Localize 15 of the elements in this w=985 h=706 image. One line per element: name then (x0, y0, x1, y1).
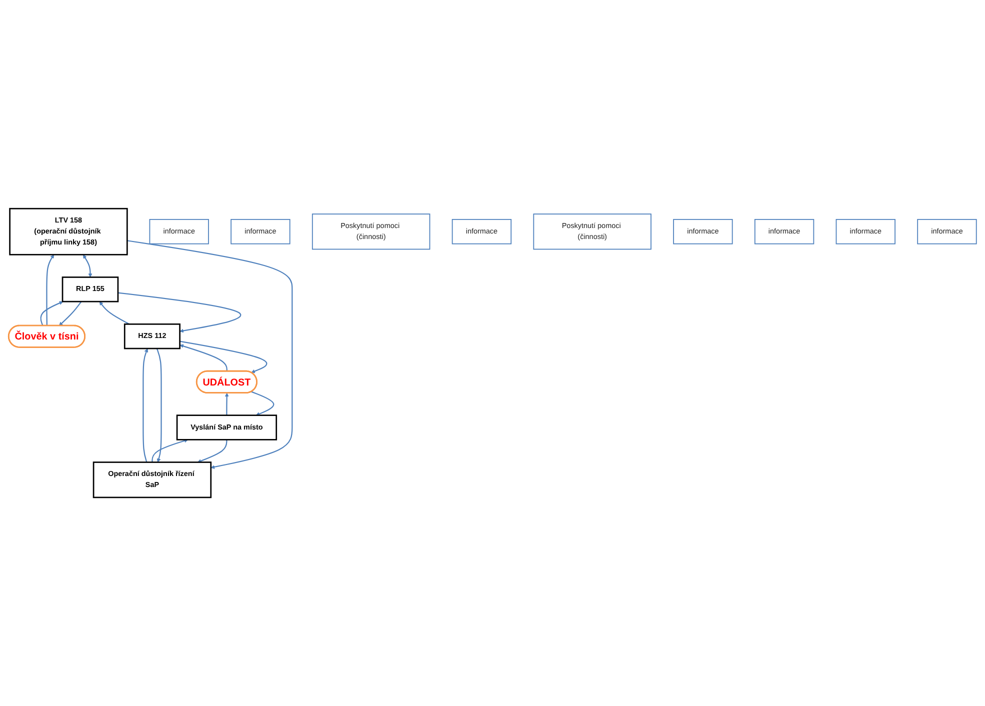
arrow (40, 301, 64, 326)
arrow (156, 348, 162, 462)
arrow (127, 240, 293, 469)
arrow (197, 440, 228, 463)
arrow (224, 392, 229, 416)
arrow (58, 301, 82, 326)
arrow (142, 348, 148, 462)
arrow (83, 254, 92, 278)
arrow (152, 438, 188, 462)
arrow (180, 340, 268, 374)
arrow (180, 344, 228, 372)
arrow (118, 292, 241, 333)
arrow (251, 391, 274, 416)
arrow (46, 254, 54, 326)
arrow (99, 301, 130, 325)
